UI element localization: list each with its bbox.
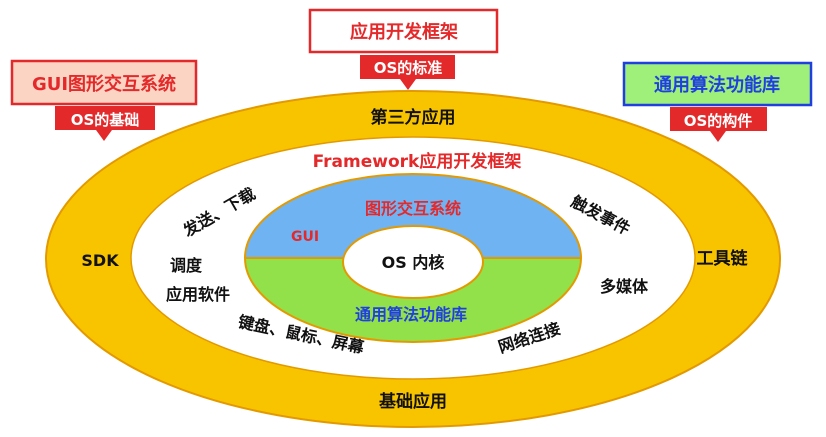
callout-framework-sub: OS的标准 bbox=[374, 59, 443, 77]
callout-gui-title: GUI图形交互系统 bbox=[32, 73, 176, 95]
multimedia-label: 多媒体 bbox=[600, 277, 649, 296]
callout-algo-arrow bbox=[670, 107, 767, 142]
callout-algo-title: 通用算法功能库 bbox=[654, 74, 780, 96]
callout-gui-sub: OS的基础 bbox=[71, 111, 140, 129]
algo-lib-label: 通用算法功能库 bbox=[355, 305, 467, 324]
kernel-ellipse bbox=[342, 225, 484, 299]
outer-bottom-label: 基础应用 bbox=[378, 391, 447, 412]
schedule-label-line1: 调度 bbox=[170, 256, 203, 275]
schedule-label-line2: 应用软件 bbox=[166, 285, 230, 304]
gui-system-label: 图形交互系统 bbox=[365, 199, 461, 218]
outer-right-label: 工具链 bbox=[697, 248, 749, 269]
callout-framework: 应用开发框架 OS的标准 bbox=[308, 8, 499, 90]
callout-framework-arrow bbox=[360, 55, 455, 90]
callout-framework-box bbox=[308, 8, 499, 54]
outer-top-label: 第三方应用 bbox=[371, 107, 456, 128]
framework-title: Framework应用开发框架 bbox=[313, 151, 522, 172]
kernel-label: OS 内核 bbox=[382, 253, 445, 272]
callout-framework-title: 应用开发框架 bbox=[350, 21, 458, 43]
callout-gui-arrow bbox=[55, 106, 155, 141]
callout-gui: GUI图形交互系统 OS的基础 bbox=[10, 59, 198, 141]
outer-left-label: SDK bbox=[81, 251, 119, 270]
callout-algo: 通用算法功能库 OS的构件 bbox=[622, 61, 813, 142]
callout-algo-sub: OS的构件 bbox=[684, 112, 753, 130]
callout-gui-box bbox=[10, 59, 198, 106]
callout-algo-box bbox=[622, 61, 813, 107]
gui-tag-label: GUI bbox=[291, 229, 319, 245]
